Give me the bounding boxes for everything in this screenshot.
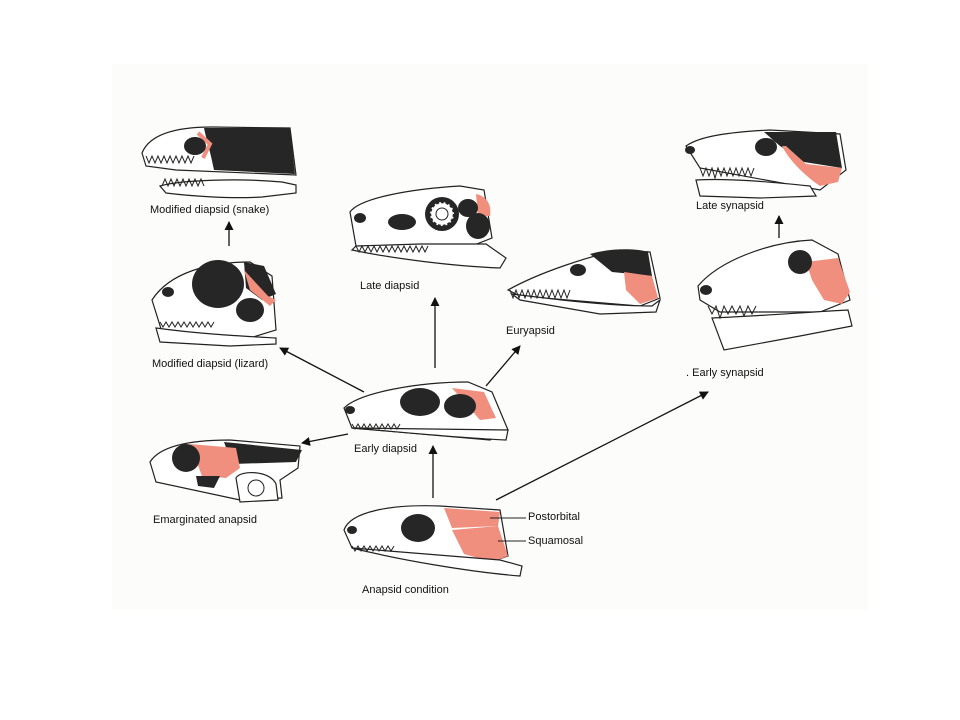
label-postorbital: Postorbital [528, 511, 580, 523]
emarginated-anapsid-skull-icon [149, 439, 302, 503]
late-diapsid-skull-icon [349, 185, 507, 269]
early-diapsid-skull-icon [343, 381, 509, 441]
leader-lines [490, 517, 526, 542]
anapsid-skull-icon [343, 505, 523, 577]
arrow-early-diapsid-to-emarginated [301, 433, 349, 446]
label-early-diapsid: Early diapsid [354, 443, 417, 455]
label-late-synapsid: Late synapsid [696, 200, 764, 212]
late-synapsid-skull-icon [685, 129, 847, 199]
arrow-anapsid-to-early-synapsid [495, 391, 709, 501]
label-early-synapsid: . Early synapsid [686, 367, 764, 379]
early-synapsid-skull-icon [697, 239, 853, 351]
label-snake: Modified diapsid (snake) [150, 204, 270, 216]
label-euryapsid: Euryapsid [506, 325, 555, 337]
lizard-skull-icon [151, 260, 277, 347]
euryapsid-skull-icon [506, 249, 662, 315]
label-anapsid: Anapsid condition [362, 584, 449, 596]
label-late-diapsid: Late diapsid [360, 280, 420, 292]
label-squamosal: Squamosal [528, 535, 584, 547]
label-emarginated: Emarginated anapsid [153, 514, 257, 526]
arrows [224, 215, 784, 501]
label-lizard: Modified diapsid (lizard) [152, 358, 269, 370]
arrow-early-diapsid-to-euryapsid [485, 345, 521, 387]
snake-skull-icon [141, 126, 297, 199]
arrow-early-diapsid-to-lizard [279, 347, 365, 393]
